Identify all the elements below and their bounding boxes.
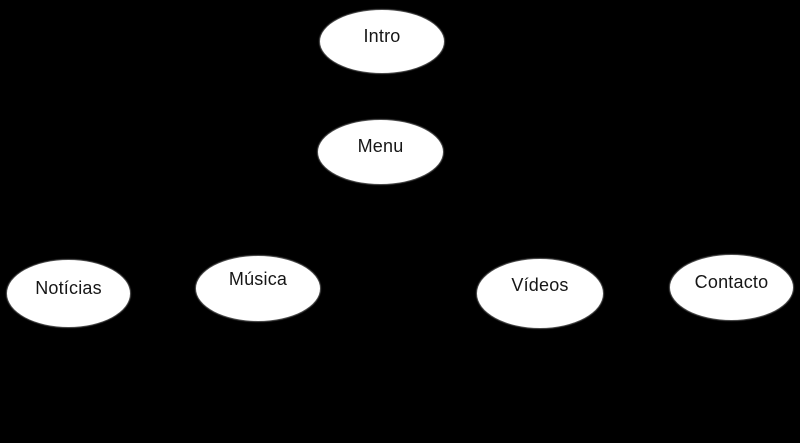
node-noticias-label: Notícias	[35, 277, 102, 298]
node-menu-label: Menu	[357, 136, 404, 156]
node-intro: Intro	[320, 10, 444, 73]
node-musica: Música	[196, 256, 320, 321]
node-menu: Menu	[318, 120, 443, 184]
node-musica-label: Música	[228, 268, 288, 289]
node-contacto-label: Contacto	[694, 271, 769, 292]
node-videos: Vídeos	[477, 259, 603, 328]
node-intro-label: Intro	[363, 25, 401, 46]
node-contacto: Contacto	[670, 255, 793, 320]
node-noticias: Notícias	[7, 260, 130, 327]
node-videos-label: Vídeos	[511, 274, 569, 295]
